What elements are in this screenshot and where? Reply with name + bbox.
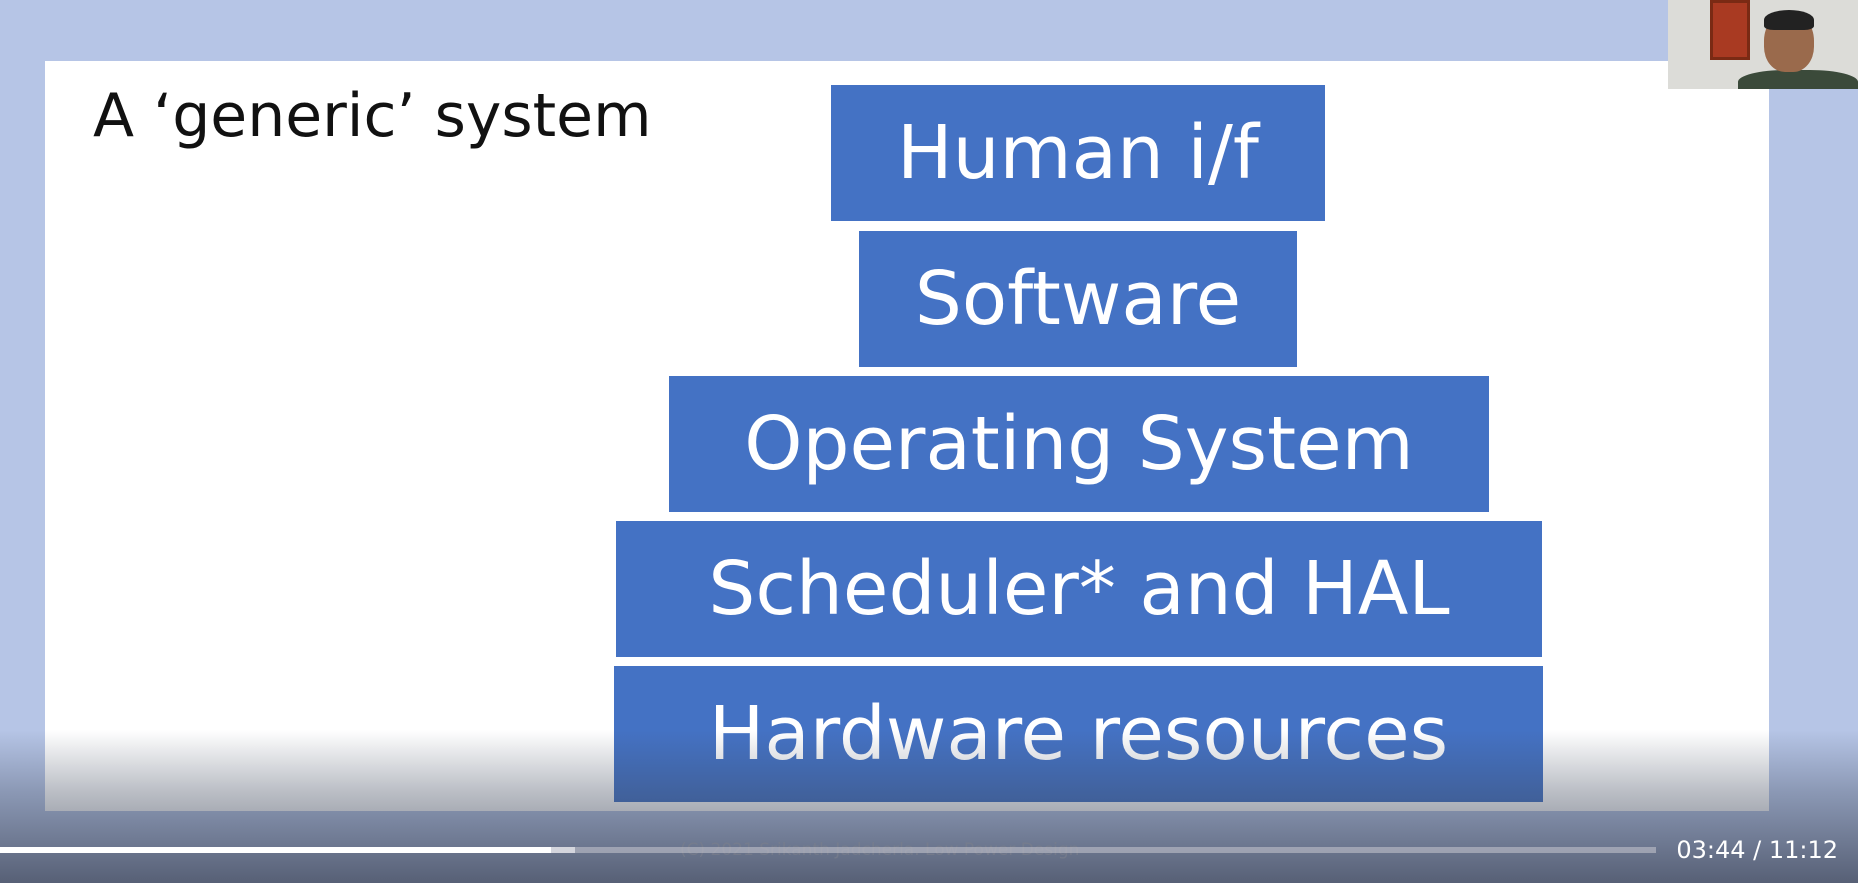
layer-scheduler-hal: Scheduler* and HAL [616,521,1542,657]
presenter-shoulders [1738,70,1858,89]
wall-painting [1710,0,1750,60]
slide: A ‘generic’ system Human i/f Software Op… [45,61,1769,811]
webcam-thumbnail [1668,0,1858,89]
time-display: 03:44 / 11:12 [1676,836,1838,864]
presenter-hair [1764,10,1814,30]
seek-bar[interactable] [0,847,1656,853]
seek-bar-played[interactable] [0,847,552,853]
player-controls-shade [0,730,1858,883]
slide-title: A ‘generic’ system [93,81,652,151]
layer-software: Software [859,231,1297,367]
layer-human-interface: Human i/f [831,85,1325,221]
layer-operating-system: Operating System [669,376,1489,512]
